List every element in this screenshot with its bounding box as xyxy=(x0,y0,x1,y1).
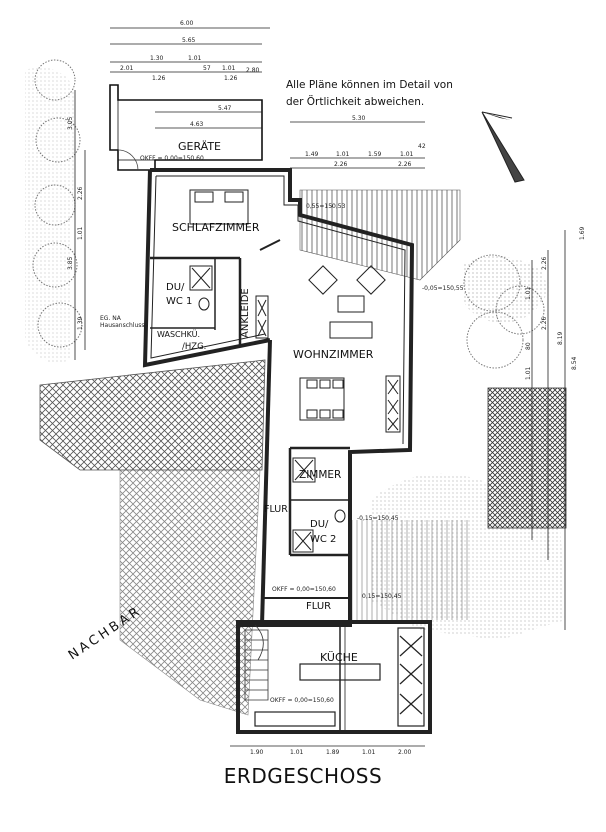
staircase xyxy=(244,624,269,701)
room-label-kueche: KÜCHE xyxy=(320,651,358,664)
room-label-ankleide: ANKLEIDE xyxy=(240,288,251,338)
dimension-top-row-item: 2.01 xyxy=(120,65,134,72)
level-mark: 0,15=150,45 xyxy=(362,593,402,600)
lawn-left xyxy=(25,67,75,363)
dimension-right-vertical-item: 2.26 xyxy=(541,316,548,330)
dimension-right-row-item: 2.26 xyxy=(334,161,348,168)
room-label-geraete: GERÄTE xyxy=(178,140,221,153)
dimension-right-vertical-item: 1.69 xyxy=(579,226,586,240)
dimension-top-row: 2.01 1.30 1.26 57 1.01 1.26 1.01 2.80 xyxy=(120,55,260,82)
room-label-schlafzimmer: SCHLAFZIMMER xyxy=(172,221,260,234)
dimension-right-row-item: 1.49 xyxy=(305,151,319,158)
dimension-top-row-item: 2.80 xyxy=(246,67,260,74)
dimension-right-row-item: 1.59 xyxy=(368,151,382,158)
neighbour-terrace-hatch xyxy=(39,359,266,471)
room-label-flur-upper: FLUR xyxy=(264,504,288,515)
bedroom-furniture xyxy=(189,189,249,225)
level-mark: -0,05=150,55 xyxy=(422,285,464,292)
room-label-du-wc2-top: DU/ xyxy=(310,519,329,530)
dimension-right-vertical-item: 1.01 xyxy=(525,286,532,300)
room-label-waschkue: WASCHKÜ. xyxy=(157,329,200,339)
house-walls xyxy=(142,168,415,627)
lawn-area-top xyxy=(462,256,547,323)
north-arrow-icon xyxy=(481,111,525,183)
dimension-geraete-inner: 5.47 xyxy=(218,105,232,112)
dimension-left-vertical-item: 3.85 xyxy=(67,256,74,270)
dimension-right-vertical-item: 8.19 xyxy=(557,331,564,345)
room-label-zimmer: ZIMMER xyxy=(299,469,341,481)
dimension-lines-side xyxy=(74,90,566,630)
shed-walls xyxy=(109,84,263,171)
dimension-bottom-row-item: 1.89 xyxy=(326,749,340,756)
trees-right xyxy=(463,254,545,369)
level-mark: 0,55=150,53 xyxy=(306,203,346,210)
dimension-right-row-item: 42 xyxy=(418,143,426,150)
dimension-right-total: 5.30 xyxy=(352,115,366,122)
neighbour-yard-hatch xyxy=(119,469,261,716)
dimension-top-row-item: 1.01 xyxy=(222,65,236,72)
dimension-bottom-row: 1.90 1.01 1.89 1.01 2.00 xyxy=(250,749,412,756)
dimension-top-row-item: 1.26 xyxy=(152,75,166,82)
dimension-right-vertical-item: 8.54 xyxy=(571,356,578,370)
dimension-left-vertical-item: 2.26 xyxy=(77,186,84,200)
disclaimer-note: Alle Pläne können im Detail von der Örtl… xyxy=(286,77,486,111)
dimension-left-vertical: 3.05 3.85 1.39 2.26 1.01 xyxy=(67,116,84,330)
living-furniture xyxy=(255,265,401,433)
room-label-wohnzimmer: WOHNZIMMER xyxy=(293,348,374,361)
dimension-top-row-item: 1.30 xyxy=(150,55,164,62)
dimension-bottom-row-item: 1.90 xyxy=(250,749,264,756)
dimension-top-total: 6.00 xyxy=(180,20,194,27)
dimension-bottom-row-item: 1.01 xyxy=(362,749,376,756)
room-label-du-wc2-bottom: WC 2 xyxy=(310,534,336,545)
dimension-right-row-item: 2.26 xyxy=(398,161,412,168)
disclaimer-line: Alle Pläne können im Detail von xyxy=(286,79,453,91)
okff-annotation-flur: OKFF = 0,00=150,60 xyxy=(272,586,336,593)
hausanschluss-note: Hausanschluss xyxy=(100,322,145,329)
terrace-south xyxy=(350,520,470,620)
dimension-top-second: 5.65 xyxy=(182,37,196,44)
dimension-right-vertical-item: 2.26 xyxy=(541,256,548,270)
dimension-top-row-item: 57 xyxy=(203,65,211,72)
disclaimer-line: der Örtlichkeit abweichen. xyxy=(286,96,425,108)
dimension-bottom-row-item: 1.01 xyxy=(290,749,304,756)
plan-title: ERDGESCHOSS xyxy=(223,764,383,788)
dimension-left-vertical-item: 1.01 xyxy=(77,226,84,240)
dimension-right-vertical-item: 80 xyxy=(525,342,532,350)
dimension-top-row-item: 1.26 xyxy=(224,75,238,82)
bathroom-fixtures xyxy=(189,265,346,553)
dimension-left-vertical-item: 3.05 xyxy=(67,116,74,130)
dimension-right-row-item: 1.01 xyxy=(336,151,350,158)
dimension-right-vertical: 1.69 8.54 8.19 2.26 1.01 2.26 80 1.01 xyxy=(525,226,586,380)
room-label-hzg: /HZG. xyxy=(182,342,206,352)
room-label-du-wc1-bottom: WC 1 xyxy=(166,296,192,307)
dimension-top-row-item: 1.01 xyxy=(188,55,202,62)
dimension-lines-top xyxy=(110,27,425,747)
kitchen-walls xyxy=(236,620,432,734)
dimension-left-vertical-item: 1.39 xyxy=(77,316,84,330)
dimension-right-row: 1.49 1.01 2.26 1.59 1.01 2.26 42 xyxy=(305,143,426,168)
dimension-bottom-row-item: 2.00 xyxy=(398,749,412,756)
dimension-right-row-item: 1.01 xyxy=(400,151,414,158)
kitchen-counters xyxy=(254,627,425,727)
dimension-right-vertical-item: 1.01 xyxy=(525,366,532,380)
eg-note: EG. NA xyxy=(100,315,122,322)
room-label-du-wc1-top: DU/ xyxy=(166,282,185,293)
interior-walls xyxy=(150,239,350,599)
okff-annotation-kueche: OKFF = 0,00=150,60 xyxy=(270,697,334,704)
dimension-geraete-inner2: 4.63 xyxy=(190,121,204,128)
okff-annotation-top: OKFF = 0,00=150,60 xyxy=(140,155,204,162)
level-mark: -0,15=150,45 xyxy=(357,515,399,522)
room-label-flur-lower: FLUR xyxy=(306,601,331,612)
